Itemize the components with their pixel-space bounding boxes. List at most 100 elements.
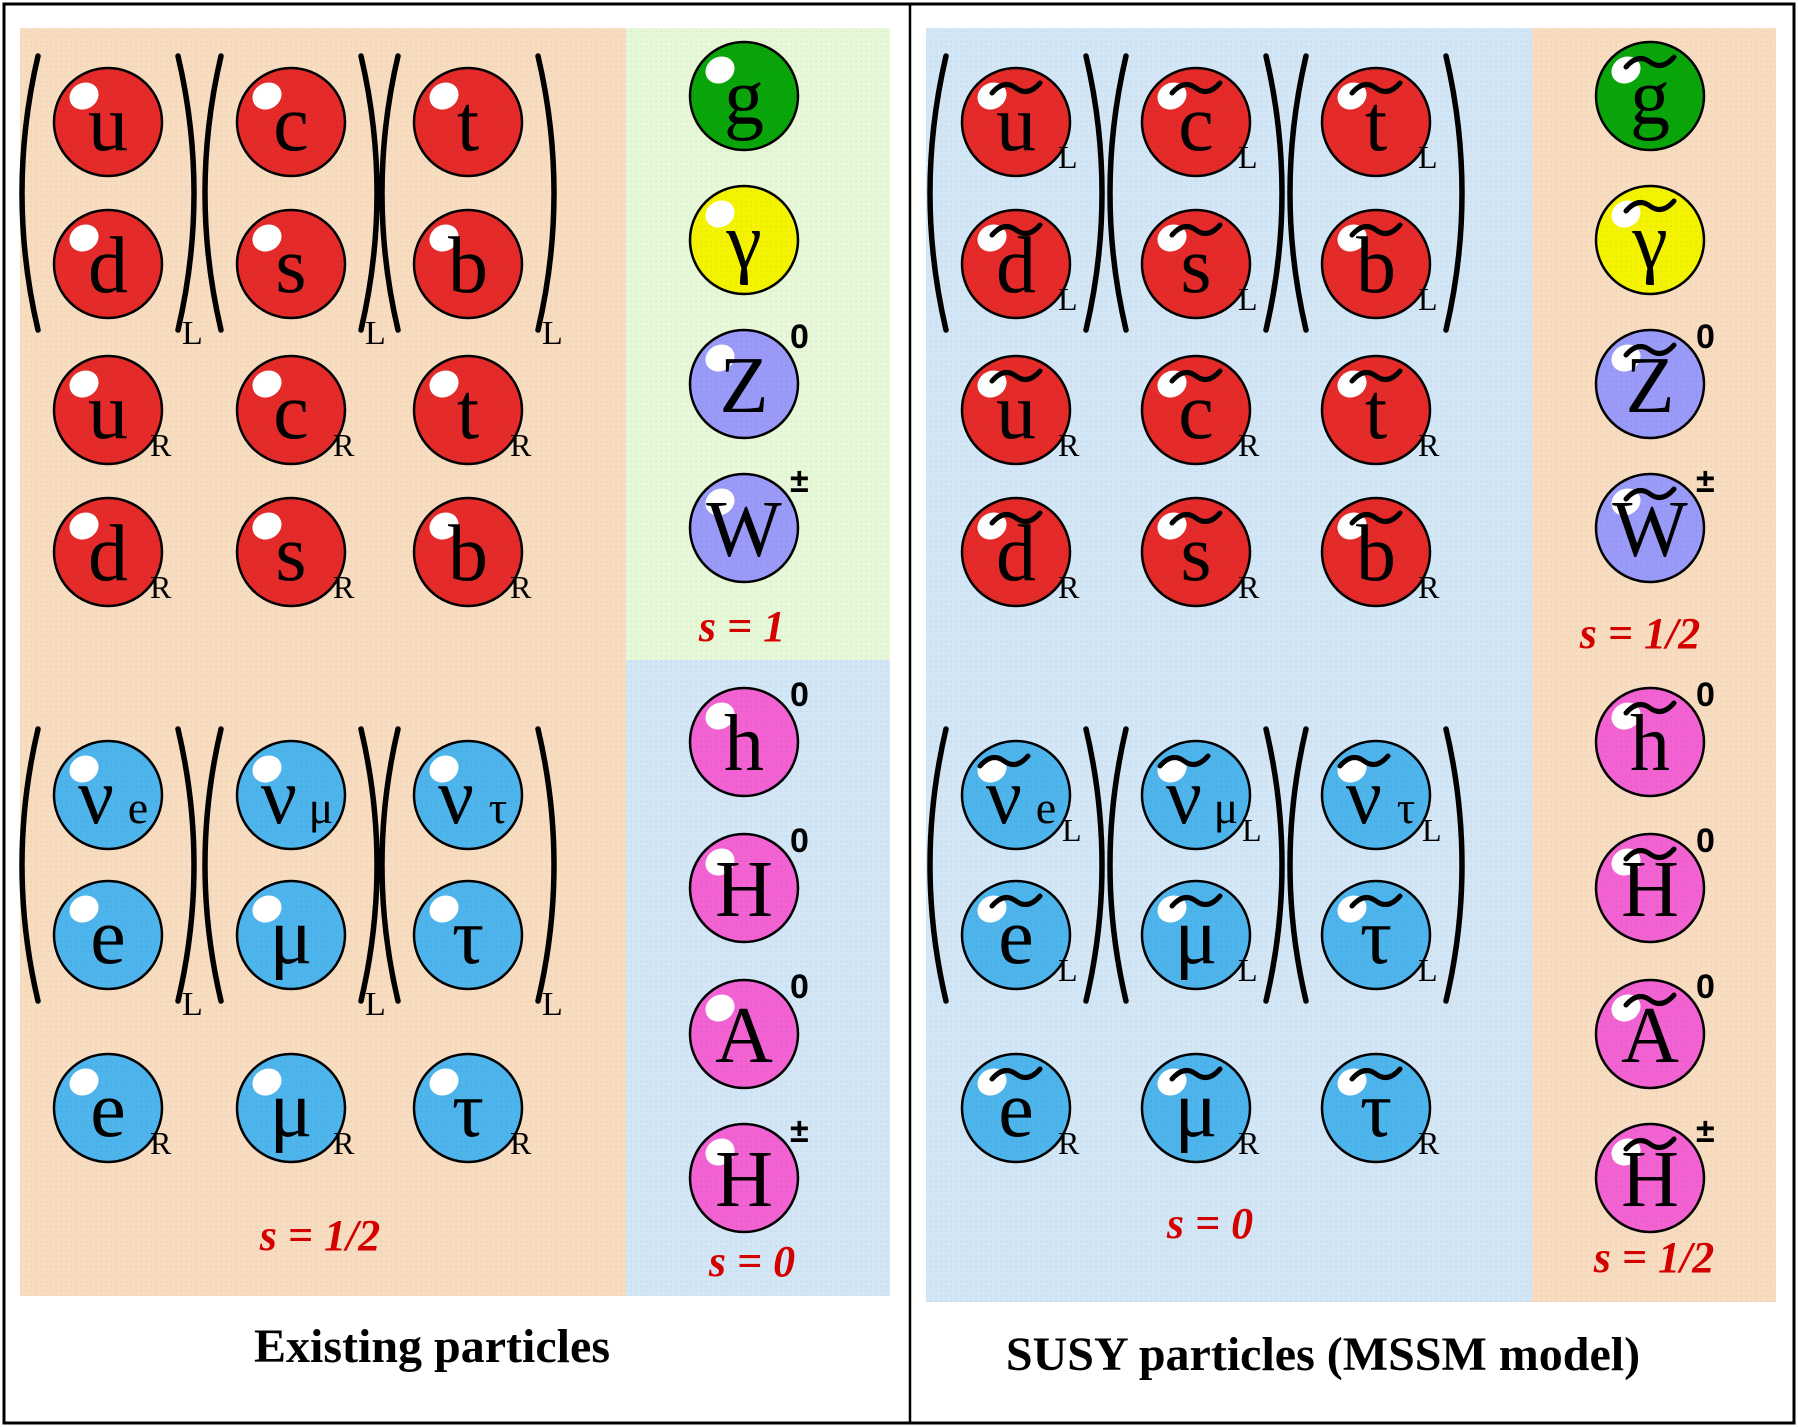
- susy-gaugino-1-tilde: [1623, 198, 1677, 214]
- susy-squark-down-L-2-subscript: L: [1418, 281, 1438, 317]
- susy-squark-down-R-1-tilde: [1169, 510, 1223, 526]
- existing-quark-up-L-2-highlight: [429, 82, 459, 110]
- existing-neutrino-L-1-flavor: μ: [309, 782, 334, 833]
- susy-squark-down-L-2-symbol: b: [1356, 222, 1396, 310]
- susy-squark-down-L-1-symbol: s: [1180, 222, 1211, 310]
- susy-squark-doublet-2-close-paren: [1443, 53, 1465, 333]
- existing-gauge-boson-1-highlight: [705, 200, 735, 228]
- susy-gaugino-2-symbol: Z: [1626, 342, 1675, 430]
- susy-gaugino-3: W±: [1594, 462, 1715, 584]
- susy-squark-up-L-2-symbol: t: [1365, 80, 1387, 168]
- susy-sneutrino-L-1-tilde: [1157, 753, 1211, 769]
- susy-slepton-doublet-1-open-paren: [1107, 726, 1129, 1004]
- existing-quark-up-L-0-symbol: u: [88, 80, 128, 168]
- susy-particles-caption: SUSY particles (MSSM model): [1006, 1328, 1640, 1381]
- existing-quark-down-R-0-highlight: [69, 512, 99, 540]
- existing-gauge-boson-1-symbol: γ: [725, 198, 761, 286]
- susy-squark-up-R-2-symbol: t: [1365, 368, 1387, 456]
- existing-quark-down-R-2-subscript: R: [510, 569, 532, 605]
- susy-squark-up-L-1-tilde: [1169, 80, 1223, 96]
- existing-higgs-boson-0-superscript: 0: [790, 676, 809, 714]
- susy-squark-doublet-1-open-paren: [1107, 53, 1129, 333]
- susy-gaugino-3-tilde: [1623, 486, 1677, 502]
- susy-squark-doublet-1-close-paren: [1263, 53, 1285, 333]
- existing-lepton-doublet-0-chirality-label: L: [182, 986, 203, 1023]
- existing-gauge-spin-label: s = 1: [698, 602, 785, 651]
- existing-quark-down-R-0-subscript: R: [150, 569, 172, 605]
- existing-quark-down-L-1-highlight: [252, 224, 282, 252]
- existing-gauge-boson-2: Z0: [688, 318, 809, 440]
- existing-lepton-L-0-symbol: e: [90, 893, 126, 981]
- existing-higgs-boson-0-symbol: h: [724, 700, 764, 788]
- existing-quark-doublet-1-chirality-label: L: [365, 315, 386, 352]
- susy-squark-up-R-1-subscript: R: [1238, 427, 1260, 463]
- susy-gaugino-0-symbol: g: [1630, 54, 1670, 142]
- existing-higgs-boson-0-highlight: [705, 702, 735, 730]
- existing-quark-up-R-2-symbol: t: [457, 368, 479, 456]
- existing-quark-down-L-0-symbol: d: [88, 222, 128, 310]
- existing-neutrino-L-2-flavor: τ: [489, 782, 508, 833]
- susy-squark-down-R-0-symbol: d: [996, 510, 1036, 598]
- susy-higgsino-3: H±: [1594, 1112, 1715, 1234]
- susy-slepton-L-2-symbol: τ: [1360, 893, 1392, 981]
- susy-slepton-R-1-symbol: μ: [1175, 1066, 1218, 1154]
- existing-quark-up-R-2-highlight: [429, 370, 459, 398]
- susy-slepton-L-2-subscript: L: [1418, 952, 1438, 988]
- existing-quark-down-L-0-highlight: [69, 224, 99, 252]
- existing-quark-down-L-0: d: [52, 208, 164, 320]
- susy-slepton-R-0-tilde: [989, 1066, 1043, 1082]
- existing-lepton-L-2-symbol: τ: [452, 893, 484, 981]
- existing-lepton-L-2-highlight: [429, 895, 459, 923]
- susy-higgsino-3-symbol: H: [1621, 1136, 1679, 1224]
- existing-higgs-boson-3-superscript: ±: [790, 1112, 809, 1150]
- susy-sneutrino-L-0-symbol: ν: [986, 753, 1022, 841]
- existing-lepton-doublet-0-close-paren: [175, 726, 197, 1004]
- existing-quark-doublet-0-open-paren: [19, 53, 41, 333]
- existing-lepton-doublet-2-open-paren: [379, 726, 401, 1004]
- susy-higgsino-0-tilde: [1623, 700, 1677, 716]
- existing-higgs-boson-2-symbol: A: [715, 992, 773, 1080]
- existing-neutrino-L-0-flavor: e: [128, 782, 148, 833]
- existing-neutrino-L-2-highlight: [429, 755, 459, 783]
- susy-slepton-L-2-tilde: [1349, 893, 1403, 909]
- existing-quark-down-R-0-symbol: d: [88, 510, 128, 598]
- susy-squark-down-L-0-subscript: L: [1058, 281, 1078, 317]
- existing-quark-doublet-1-open-paren: [202, 53, 224, 333]
- existing-quark-down-L-1: s: [235, 208, 347, 320]
- existing-lepton-doublet-1-close-paren: [358, 726, 380, 1004]
- susy-gaugino-2-tilde: [1623, 342, 1677, 358]
- susy-slepton-L-0-symbol: e: [998, 893, 1034, 981]
- susy-sneutrino-L-2-symbol: ν: [1346, 753, 1382, 841]
- susy-slepton-doublet-0-open-paren: [927, 726, 949, 1004]
- existing-lepton-L-0-highlight: [69, 895, 99, 923]
- existing-lepton-R-2-highlight: [429, 1068, 459, 1096]
- existing-lepton-R-2-symbol: τ: [452, 1066, 484, 1154]
- existing-quark-doublet-2-close-paren: [535, 53, 557, 333]
- existing-quark-up-L-2: t: [412, 66, 524, 178]
- susy-squark-down-R-1-symbol: s: [1180, 510, 1211, 598]
- susy-sneutrino-L-2-subscript: L: [1422, 812, 1442, 848]
- susy-squark-doublet-2-open-paren: [1287, 53, 1309, 333]
- susy-slepton-R-0-subscript: R: [1058, 1125, 1080, 1161]
- susy-squark-down-R-0-tilde: [989, 510, 1043, 526]
- existing-gauge-boson-0-highlight: [705, 56, 735, 84]
- susy-gaugino-2-superscript: 0: [1696, 318, 1715, 356]
- existing-lepton-L-1: μ: [235, 879, 347, 991]
- susy-squark-doublet-0-open-paren: [927, 53, 949, 333]
